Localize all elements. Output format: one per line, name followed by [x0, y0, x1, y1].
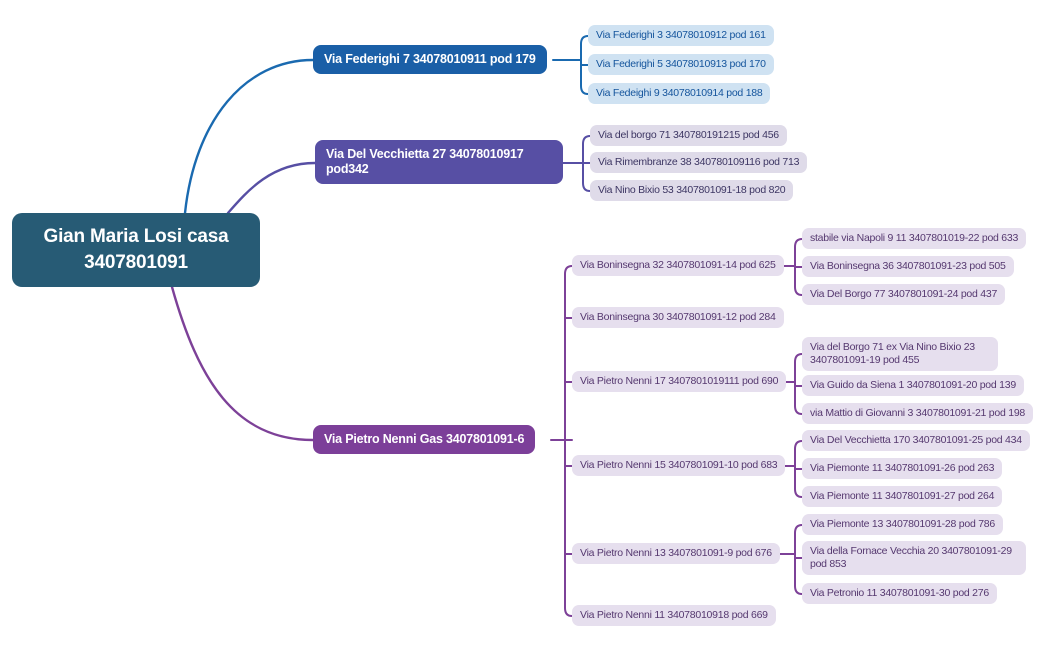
leaf-node-pietro-nenni-15[interactable]: Via Pietro Nenni 15 3407801091-10 pod 68…: [572, 455, 786, 476]
leaf-node[interactable]: Via del borgo 71 340780191215 pod 456: [590, 125, 787, 146]
leaf-node[interactable]: Via Piemonte 11 3407801091-27 pod 264: [802, 486, 1003, 507]
leaf-node[interactable]: Via Del Vecchietta 170 3407801091-25 pod…: [802, 430, 1030, 451]
leaf-node[interactable]: Via Fedeighi 9 34078010914 pod 188: [588, 83, 771, 104]
root-node[interactable]: Gian Maria Losi casa 3407801091: [12, 213, 260, 287]
leaf-node-pietro-nenni-17[interactable]: Via Pietro Nenni 17 3407801019111 pod 69…: [572, 371, 787, 392]
branch-node-federighi[interactable]: Via Federighi 7 34078010911 pod 179: [313, 45, 547, 74]
leaf-node[interactable]: Via Piemonte 11 3407801091-26 pod 263: [802, 458, 1003, 479]
leaf-node[interactable]: via Mattio di Giovanni 3 3407801091-21 p…: [802, 403, 1033, 424]
leaf-node-pietro-nenni-13[interactable]: Via Pietro Nenni 13 3407801091-9 pod 676: [572, 543, 780, 564]
leaf-node[interactable]: Via Rimembranze 38 340780109116 pod 713: [590, 152, 808, 173]
leaf-node[interactable]: Via Boninsegna 36 3407801091-23 pod 505: [802, 256, 1014, 277]
leaf-node[interactable]: Via Guido da Siena 1 3407801091-20 pod 1…: [802, 375, 1024, 396]
leaf-node-pietro-nenni-11[interactable]: Via Pietro Nenni 11 34078010918 pod 669: [572, 605, 776, 626]
leaf-node[interactable]: Via Piemonte 13 3407801091-28 pod 786: [802, 514, 1003, 535]
leaf-node[interactable]: Via del Borgo 71 ex Via Nino Bixio 23 34…: [802, 337, 998, 371]
leaf-node[interactable]: Via Federighi 5 34078010913 pod 170: [588, 54, 774, 75]
leaf-node[interactable]: Via Del Borgo 77 3407801091-24 pod 437: [802, 284, 1006, 305]
leaf-node[interactable]: stabile via Napoli 9 11 3407801019-22 po…: [802, 228, 1027, 249]
leaf-node-boninsegna-30[interactable]: Via Boninsegna 30 3407801091-12 pod 284: [572, 307, 784, 328]
leaf-node[interactable]: Via Petronio 11 3407801091-30 pod 276: [802, 583, 997, 604]
leaf-node[interactable]: Via della Fornace Vecchia 20 3407801091-…: [802, 541, 1026, 575]
leaf-node-boninsegna-32[interactable]: Via Boninsegna 32 3407801091-14 pod 625: [572, 255, 784, 276]
leaf-node[interactable]: Via Federighi 3 34078010912 pod 161: [588, 25, 774, 46]
branch-node-del-vecchietta[interactable]: Via Del Vecchietta 27 34078010917 pod342: [315, 140, 563, 184]
leaf-node[interactable]: Via Nino Bixio 53 3407801091-18 pod 820: [590, 180, 794, 201]
branch-node-pietro-nenni-gas[interactable]: Via Pietro Nenni Gas 3407801091-6: [313, 425, 536, 454]
